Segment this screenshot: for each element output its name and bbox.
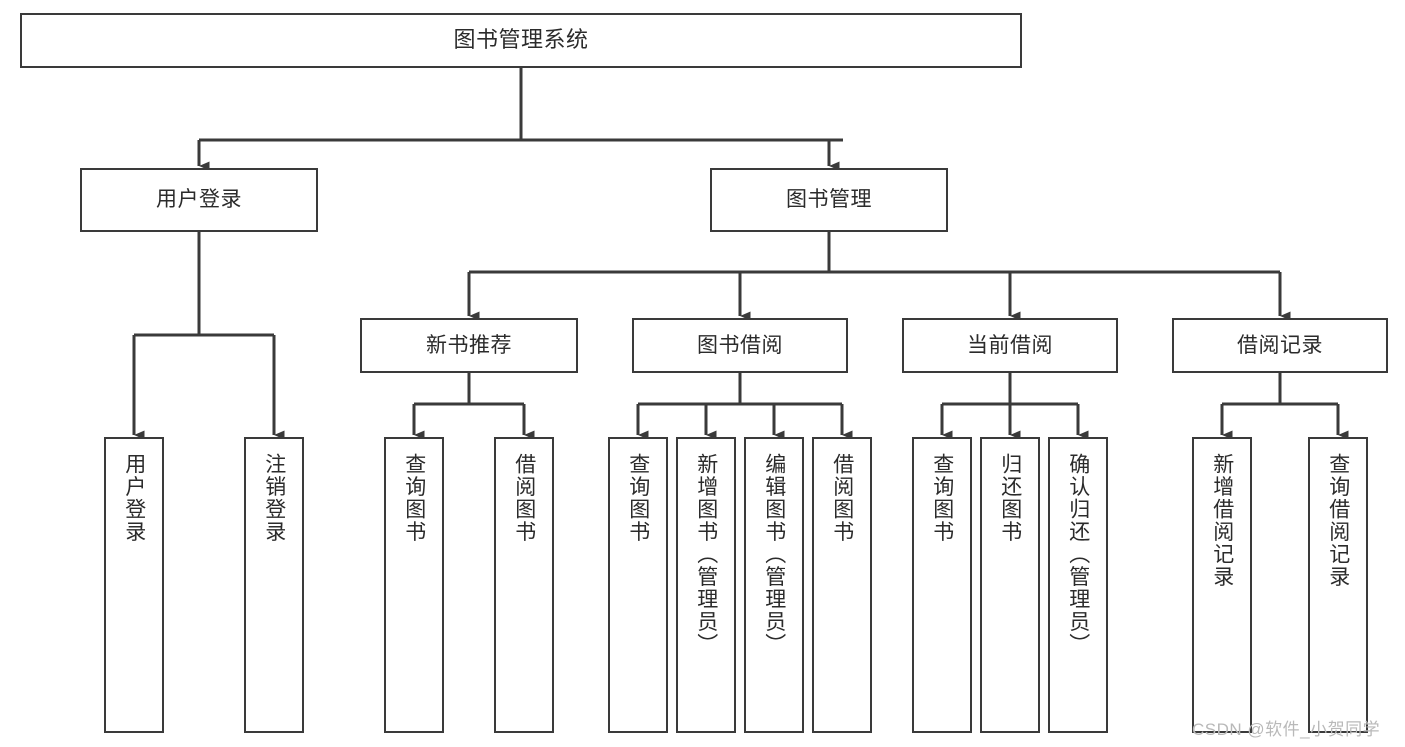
leaf-borrow-record-query[interactable]: 查询借阅记录	[1308, 437, 1368, 733]
leaf-book-borrow-query-label: 查询图书	[626, 453, 650, 543]
leaf-borrow-record-add[interactable]: 新增借阅记录	[1192, 437, 1252, 733]
leaf-current-borrow-return-label: 归还图书	[998, 453, 1022, 543]
leaf-book-borrow-add[interactable]: 新增图书（管理员）	[676, 437, 736, 733]
node-new-book-recommend-label: 新书推荐	[426, 333, 512, 357]
node-book-borrow-label: 图书借阅	[697, 333, 783, 357]
node-root-system-label: 图书管理系统	[453, 27, 589, 53]
leaf-new-book-query[interactable]: 查询图书	[384, 437, 444, 733]
leaf-book-borrow-query[interactable]: 查询图书	[608, 437, 668, 733]
node-new-book-recommend[interactable]: 新书推荐	[360, 318, 578, 373]
node-user-login-label: 用户登录	[156, 188, 242, 212]
leaf-current-borrow-query-label: 查询图书	[930, 453, 954, 543]
leaf-borrow-record-query-label: 查询借阅记录	[1326, 453, 1350, 588]
leaf-user-login-logout[interactable]: 注销登录	[244, 437, 304, 733]
csdn-watermark: CSDN @软件_小贺同学	[1192, 720, 1381, 739]
node-current-borrow[interactable]: 当前借阅	[902, 318, 1118, 373]
leaf-new-book-borrow-label: 借阅图书	[512, 453, 536, 543]
leaf-book-borrow-borrow-label: 借阅图书	[830, 453, 854, 543]
leaf-user-login-login-label: 用户登录	[122, 453, 146, 543]
leaf-user-login-login[interactable]: 用户登录	[104, 437, 164, 733]
leaf-new-book-borrow[interactable]: 借阅图书	[494, 437, 554, 733]
node-book-management[interactable]: 图书管理	[710, 168, 948, 232]
node-book-borrow[interactable]: 图书借阅	[632, 318, 848, 373]
node-current-borrow-label: 当前借阅	[967, 333, 1053, 357]
leaf-borrow-record-add-label: 新增借阅记录	[1210, 453, 1234, 588]
leaf-new-book-query-label: 查询图书	[402, 453, 426, 543]
leaf-user-login-logout-label: 注销登录	[262, 453, 286, 543]
leaf-current-borrow-confirm-return-label: 确认归还（管理员）	[1066, 453, 1090, 656]
node-user-login[interactable]: 用户登录	[80, 168, 318, 232]
leaf-current-borrow-query[interactable]: 查询图书	[912, 437, 972, 733]
leaf-current-borrow-confirm-return[interactable]: 确认归还（管理员）	[1048, 437, 1108, 733]
node-root-system[interactable]: 图书管理系统	[20, 13, 1022, 68]
leaf-book-borrow-add-label: 新增图书（管理员）	[694, 453, 718, 656]
leaf-book-borrow-edit[interactable]: 编辑图书（管理员）	[744, 437, 804, 733]
leaf-current-borrow-return[interactable]: 归还图书	[980, 437, 1040, 733]
node-borrow-record-label: 借阅记录	[1237, 333, 1323, 357]
leaf-book-borrow-edit-label: 编辑图书（管理员）	[762, 453, 786, 656]
leaf-book-borrow-borrow[interactable]: 借阅图书	[812, 437, 872, 733]
node-book-management-label: 图书管理	[786, 188, 872, 212]
node-borrow-record[interactable]: 借阅记录	[1172, 318, 1388, 373]
